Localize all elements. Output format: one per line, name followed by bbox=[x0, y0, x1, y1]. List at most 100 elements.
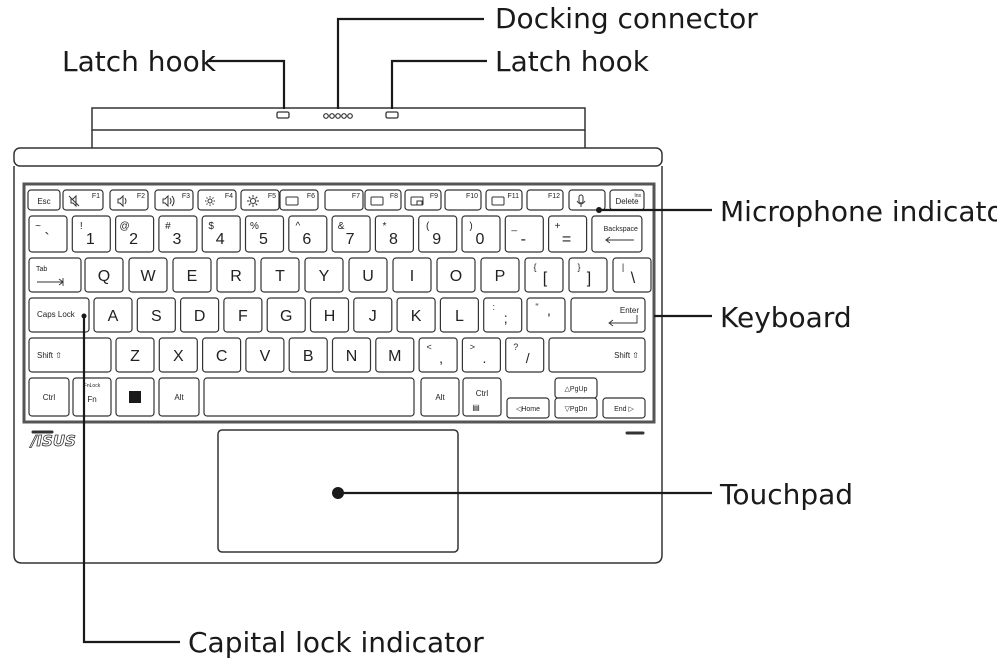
key-cap[interactable] bbox=[396, 297, 436, 333]
key-minus[interactable]: _- bbox=[504, 215, 544, 253]
key-cap[interactable] bbox=[28, 215, 68, 253]
key-cap[interactable] bbox=[591, 215, 643, 253]
key-cap[interactable] bbox=[462, 377, 502, 417]
key-esc[interactable]: Esc bbox=[27, 189, 61, 211]
key-i[interactable]: I bbox=[392, 257, 432, 293]
key-cap[interactable] bbox=[197, 189, 237, 211]
key-cap[interactable] bbox=[245, 337, 285, 373]
key-a[interactable]: A bbox=[93, 297, 133, 333]
key-k5[interactable]: %5 bbox=[244, 215, 285, 253]
key-z[interactable]: Z bbox=[115, 337, 155, 373]
key-k0[interactable]: )0 bbox=[461, 215, 501, 253]
key-f6[interactable]: F6 bbox=[279, 189, 319, 211]
key-rbracket[interactable]: }] bbox=[568, 257, 608, 293]
key-cap[interactable] bbox=[223, 297, 263, 333]
key-cap[interactable] bbox=[114, 215, 155, 253]
key-win[interactable] bbox=[115, 377, 155, 417]
key-w[interactable]: W bbox=[128, 257, 168, 293]
key-h[interactable]: H bbox=[309, 297, 350, 333]
key-cap[interactable] bbox=[72, 377, 112, 417]
key-k6[interactable]: ^6 bbox=[288, 215, 328, 253]
key-f1[interactable]: F1 bbox=[62, 189, 104, 211]
key-cap[interactable] bbox=[483, 297, 523, 333]
key-cap[interactable] bbox=[348, 257, 388, 293]
key-f5[interactable]: F5 bbox=[240, 189, 280, 211]
key-cap[interactable] bbox=[505, 337, 545, 373]
key-cap[interactable] bbox=[568, 189, 606, 211]
key-cap[interactable] bbox=[439, 297, 479, 333]
key-space[interactable] bbox=[203, 377, 415, 417]
key-cap[interactable] bbox=[374, 215, 414, 253]
key-cap[interactable] bbox=[418, 337, 458, 373]
key-cap[interactable] bbox=[28, 257, 82, 293]
key-cap[interactable] bbox=[526, 297, 566, 333]
key-home[interactable]: ◁Home bbox=[506, 397, 550, 419]
key-f11[interactable]: F11 bbox=[485, 189, 523, 211]
key-cap[interactable] bbox=[392, 257, 432, 293]
key-cap[interactable] bbox=[244, 215, 285, 253]
key-cap[interactable] bbox=[461, 337, 501, 373]
key-cap[interactable] bbox=[260, 257, 300, 293]
key-k8[interactable]: *8 bbox=[374, 215, 414, 253]
key-rctrl[interactable]: Ctrl▤ bbox=[462, 377, 502, 417]
touchpad[interactable] bbox=[217, 429, 459, 553]
key-cap[interactable] bbox=[568, 257, 608, 293]
key-p[interactable]: P bbox=[480, 257, 520, 293]
key-cap[interactable] bbox=[324, 189, 364, 211]
key-tab[interactable]: Tab bbox=[28, 257, 82, 293]
key-cap[interactable] bbox=[158, 337, 198, 373]
key-pgup[interactable]: △PgUp bbox=[554, 377, 598, 399]
key-e[interactable]: E bbox=[172, 257, 212, 293]
key-cap[interactable] bbox=[240, 189, 280, 211]
key-backslash[interactable]: |\ bbox=[612, 257, 652, 293]
key-cap[interactable] bbox=[524, 257, 564, 293]
key-cap[interactable] bbox=[201, 215, 241, 253]
key-f7[interactable]: F7 bbox=[324, 189, 364, 211]
key-lbracket[interactable]: {[ bbox=[524, 257, 564, 293]
key-period[interactable]: >. bbox=[461, 337, 501, 373]
key-pgdn[interactable]: ▽PgDn bbox=[554, 397, 598, 419]
key-m[interactable]: M bbox=[375, 337, 415, 373]
key-q[interactable]: Q bbox=[84, 257, 124, 293]
key-ralt[interactable]: Alt bbox=[420, 377, 460, 417]
key-cap[interactable] bbox=[172, 257, 212, 293]
key-cap[interactable] bbox=[71, 215, 111, 253]
key-slash[interactable]: ?/ bbox=[505, 337, 545, 373]
key-o[interactable]: O bbox=[436, 257, 476, 293]
key-lalt[interactable]: Alt bbox=[158, 377, 200, 417]
key-f9[interactable]: F9 bbox=[404, 189, 442, 211]
key-cap[interactable] bbox=[84, 257, 124, 293]
key-k9[interactable]: (9 bbox=[418, 215, 458, 253]
key-f12[interactable]: F12 bbox=[526, 189, 564, 211]
key-cap[interactable] bbox=[136, 297, 176, 333]
key-tilde[interactable]: ~` bbox=[28, 215, 68, 253]
key-cap[interactable] bbox=[202, 337, 242, 373]
key-cap[interactable] bbox=[288, 337, 328, 373]
key-cap[interactable] bbox=[506, 397, 550, 419]
key-u[interactable]: U bbox=[348, 257, 388, 293]
key-cap[interactable] bbox=[216, 257, 256, 293]
key-k2[interactable]: @2 bbox=[114, 215, 155, 253]
key-n[interactable]: N bbox=[331, 337, 372, 373]
key-cap[interactable] bbox=[28, 377, 70, 417]
key-cap[interactable] bbox=[331, 215, 371, 253]
key-f3[interactable]: F3 bbox=[154, 189, 194, 211]
key-cap[interactable] bbox=[128, 257, 168, 293]
key-f4[interactable]: F4 bbox=[197, 189, 237, 211]
key-f8[interactable]: F8 bbox=[364, 189, 402, 211]
key-cap[interactable] bbox=[353, 297, 393, 333]
key-c[interactable]: C bbox=[202, 337, 242, 373]
key-cap[interactable] bbox=[461, 215, 501, 253]
key-cap[interactable] bbox=[526, 189, 564, 211]
key-cap[interactable] bbox=[304, 257, 344, 293]
key-mic[interactable] bbox=[568, 189, 606, 211]
key-cap[interactable] bbox=[548, 337, 646, 373]
key-end[interactable]: End ▷ bbox=[602, 397, 646, 419]
key-k[interactable]: K bbox=[396, 297, 436, 333]
key-cap[interactable] bbox=[554, 397, 598, 419]
key-x[interactable]: X bbox=[158, 337, 198, 373]
key-k7[interactable]: &7 bbox=[331, 215, 371, 253]
key-lctrl[interactable]: Ctrl bbox=[28, 377, 70, 417]
